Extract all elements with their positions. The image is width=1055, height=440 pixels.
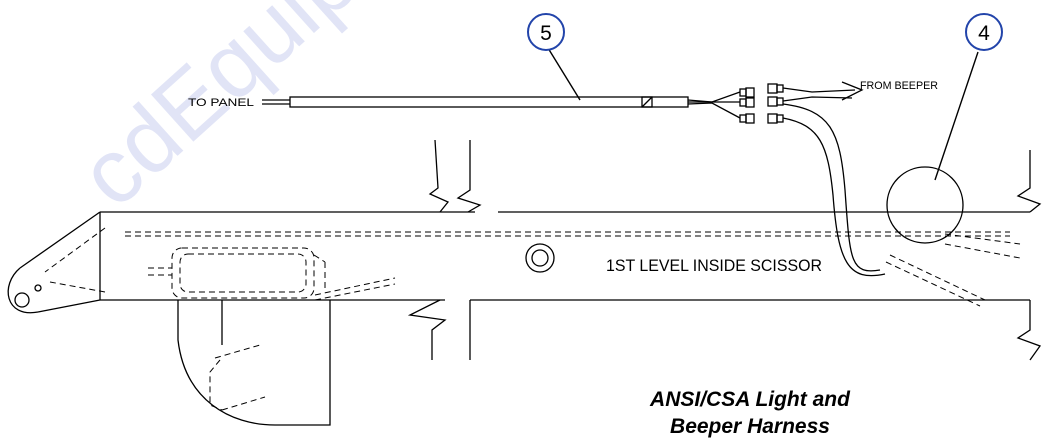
- harness-cable: [262, 91, 741, 119]
- detail-circle: [886, 166, 964, 244]
- caption-line-2: Beeper Harness: [670, 415, 830, 438]
- arm-label: 1ST LEVEL INSIDE SCISSOR: [606, 256, 822, 275]
- beeper-leads: [782, 103, 886, 277]
- callout-leaders: [547, 47, 979, 181]
- to-panel-label: TO PANEL: [188, 97, 254, 109]
- hidden-lines: [44, 227, 1021, 411]
- callout-4-number: 4: [978, 22, 990, 45]
- callout-5: 5: [527, 13, 565, 51]
- caption-line-1: ANSI/CSA Light and: [650, 388, 850, 411]
- diagram-caption: ANSI/CSA Light and Beeper Harness: [600, 386, 900, 440]
- harness-diagram: 5 4 TO PANEL FROM BEEPER 1ST LEVEL INSID…: [7, 13, 1042, 426]
- break-lines: [407, 139, 1042, 361]
- beeper-connectors: [767, 81, 864, 124]
- callout-5-number: 5: [540, 22, 552, 45]
- from-beeper-label: FROM BEEPER: [860, 80, 938, 92]
- scissor-arm: [7, 211, 1030, 314]
- mount-bracket: [177, 300, 331, 426]
- cable-connectors: [739, 87, 755, 124]
- callout-4: 4: [965, 13, 1003, 51]
